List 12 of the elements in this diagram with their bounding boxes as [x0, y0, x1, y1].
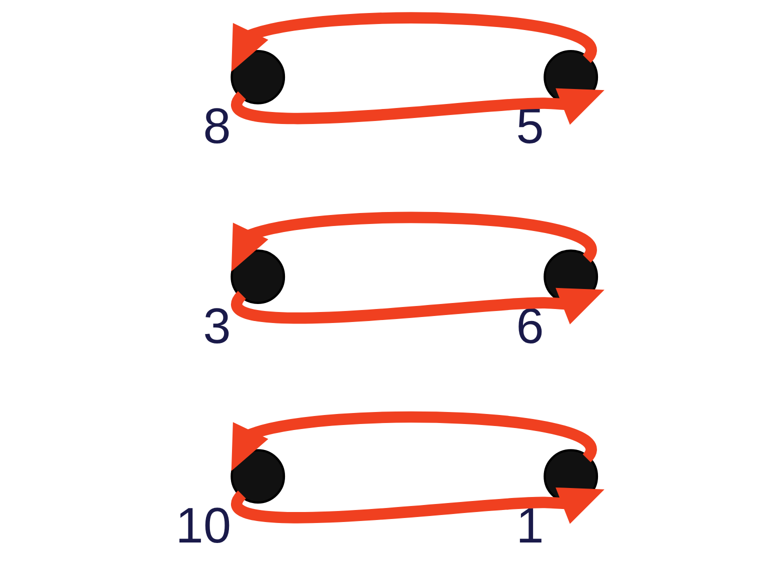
node-circle [230, 250, 285, 304]
node-circle [230, 449, 285, 504]
node-label: 3 [202, 298, 230, 354]
node-label: 5 [516, 98, 544, 154]
arrow [230, 12, 596, 72]
arrow [230, 212, 596, 272]
node-label: 1 [516, 497, 544, 554]
node-label: 6 [516, 298, 544, 354]
arrow [230, 411, 596, 471]
node-circle [230, 50, 285, 104]
node-label: 8 [202, 98, 230, 154]
node-label: 10 [175, 497, 231, 554]
